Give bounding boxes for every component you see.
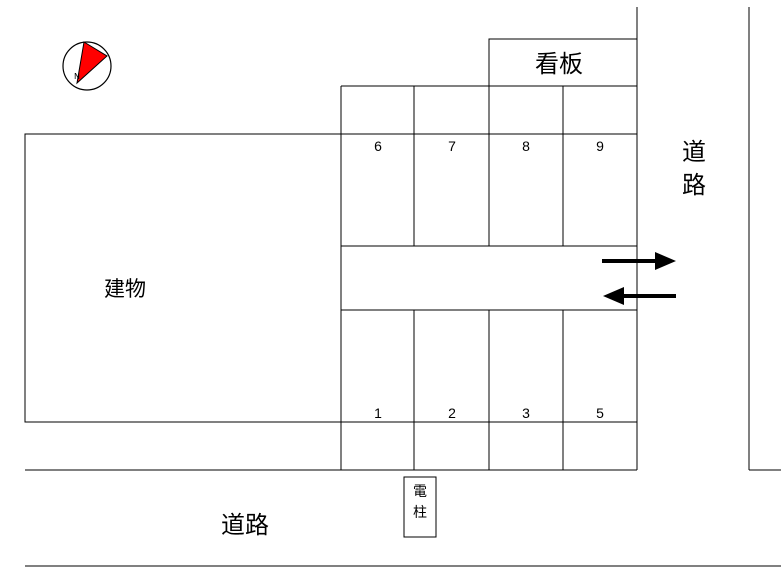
parking-lot <box>25 7 638 471</box>
utility-pole <box>403 476 437 538</box>
road-right-label-2: 路 <box>682 171 706 199</box>
road-bottom-label: 道路 <box>221 511 269 539</box>
utility-pole-label-2: 柱 <box>413 505 427 521</box>
space-number: 9 <box>596 138 604 154</box>
road-right-label-1: 道 <box>682 138 706 166</box>
utility-pole-label-1: 電 <box>413 484 427 500</box>
space-number: 6 <box>374 138 382 154</box>
arrow-right-icon <box>602 252 676 270</box>
space-number: 1 <box>374 405 382 421</box>
building <box>24 133 342 423</box>
space-number: 2 <box>448 405 456 421</box>
arrow-left-icon <box>603 287 676 305</box>
space-number: 8 <box>522 138 530 154</box>
space-number: 5 <box>596 405 604 421</box>
space-number: 3 <box>522 405 530 421</box>
north-arrow-icon: N <box>62 41 112 91</box>
building-label: 建物 <box>104 277 146 301</box>
compass-label: N <box>74 72 80 81</box>
signboard-label: 看板 <box>535 50 583 78</box>
space-number: 7 <box>448 138 456 154</box>
